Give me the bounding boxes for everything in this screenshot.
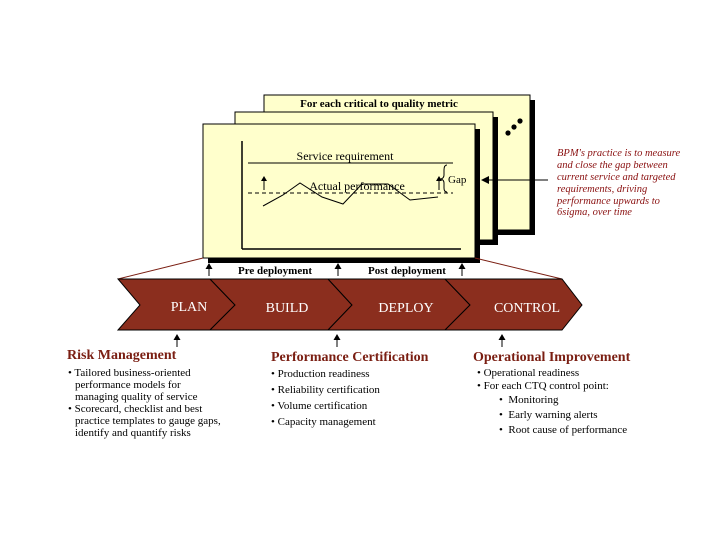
risk-management-list: • Tailored business-oriented performance… xyxy=(68,367,221,439)
gap-brace xyxy=(439,164,448,193)
phase-label-build: BUILD xyxy=(266,301,309,316)
bullet-icon: • xyxy=(499,409,509,421)
ops-item: • Operational readiness xyxy=(477,367,580,379)
risk-management-title: Risk Management xyxy=(67,348,177,363)
risk-line: • Tailored business-oriented xyxy=(68,367,191,379)
chevron-bar xyxy=(116,278,583,331)
bullet-icon: • xyxy=(499,394,509,406)
ops-subitem: • Early warning alerts xyxy=(477,409,627,424)
gap-chart xyxy=(241,141,461,250)
panel-header: For each critical to quality metric xyxy=(300,98,458,110)
risk-line: practice templates to gauge gaps, xyxy=(75,415,221,427)
risk-line: performance models for xyxy=(75,379,181,391)
actual-performance-line xyxy=(262,182,439,207)
ellipsis-icon xyxy=(505,118,523,136)
actual-performance-label: Actual performance xyxy=(309,179,405,193)
phase-label-control: CONTROL xyxy=(494,301,560,316)
callout-line: and close the gap between xyxy=(557,160,668,171)
ops-subitem: • Root cause of performance xyxy=(477,424,627,439)
main-panel xyxy=(202,123,476,259)
ops-item: • For each CTQ control point: xyxy=(477,380,609,392)
gap-label: Gap xyxy=(448,174,467,186)
risk-line: managing quality of service xyxy=(75,391,198,403)
pre-deployment-label: Pre deployment xyxy=(238,265,312,277)
perf-item: • Reliability certification xyxy=(271,384,380,396)
phase-label-deploy: DEPLOY xyxy=(378,301,433,316)
phase-label-plan: PLAN xyxy=(171,300,208,315)
ops-subitem-label: Root cause of performance xyxy=(508,424,628,436)
callout-line: 6sigma, over time xyxy=(557,207,632,218)
perf-item: • Capacity management xyxy=(271,416,376,428)
section-arrows xyxy=(173,334,506,347)
stage-arrows xyxy=(205,263,466,276)
callout-line: current service and targeted xyxy=(557,172,676,183)
chevron-control xyxy=(443,278,583,331)
performance-certification-title: Performance Certification xyxy=(271,350,429,365)
callout-text: BPM's practice is to measure and close t… xyxy=(556,148,681,218)
callout-line: performance upwards to xyxy=(556,196,660,207)
post-deployment-label: Post deployment xyxy=(368,265,446,277)
ops-subitem: • Monitoring xyxy=(477,394,627,409)
callout-line: requirements, driving xyxy=(557,184,647,195)
perf-item: • Production readiness xyxy=(271,368,370,380)
service-requirement-label: Service requirement xyxy=(297,149,395,163)
ops-subitem-label: Monitoring xyxy=(508,394,559,406)
operational-improvement-title: Operational Improvement xyxy=(473,350,631,365)
perf-item: • Volume certification xyxy=(271,400,368,412)
ops-subitem-label: Early warning alerts xyxy=(508,409,598,421)
operational-improvement-list: • Operational readiness • For each CTQ c… xyxy=(477,367,627,439)
risk-line: • Scorecard, checklist and best xyxy=(68,403,203,415)
risk-line: identify and quantify risks xyxy=(75,427,191,439)
callout-line: BPM's practice is to measure xyxy=(557,148,681,159)
performance-certification-list: • Production readiness • Reliability cer… xyxy=(271,368,380,432)
bullet-icon: • xyxy=(499,424,509,436)
